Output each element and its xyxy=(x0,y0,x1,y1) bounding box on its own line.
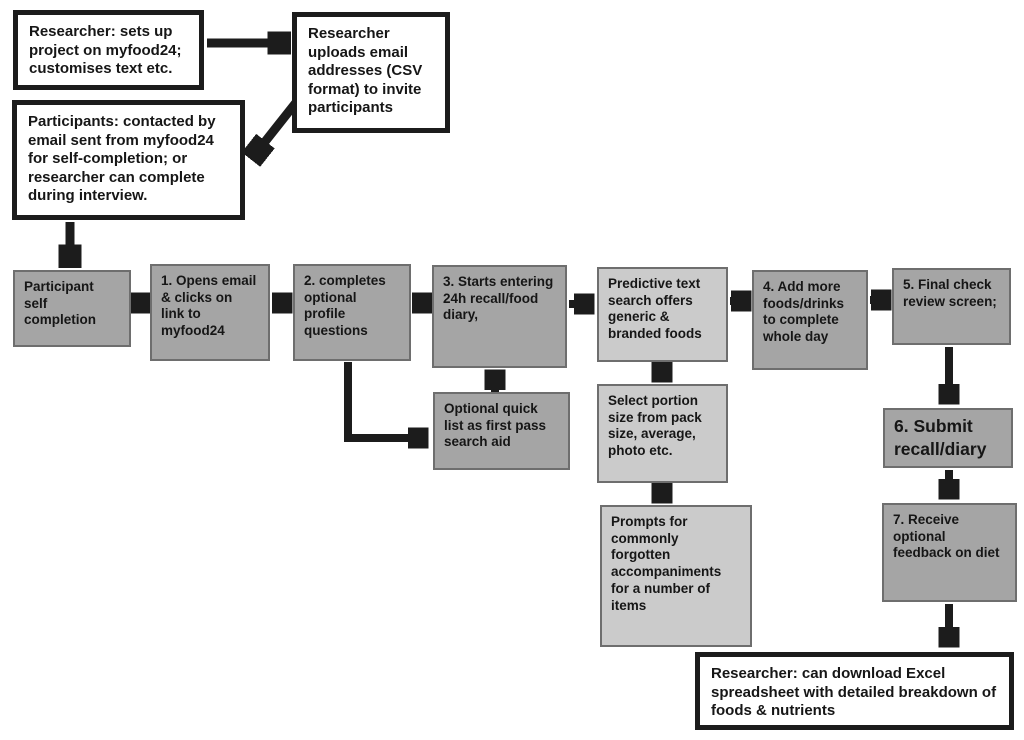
box-researcher-download: Researcher: can download Excel spreadshe… xyxy=(695,652,1014,730)
box-step2-profile-questions: 2. completes optional profile questions xyxy=(293,264,411,361)
box-text: contacted by email sent from myfood24 fo… xyxy=(28,113,216,205)
box-optional-quick-list: Optional quick list as first pass search… xyxy=(433,392,570,470)
box-text: Researcher uploads email addresses (CSV … xyxy=(308,25,423,117)
box-step1-opens-email: 1. Opens email & clicks on link to myfoo… xyxy=(150,264,270,361)
box-step7-receive-feedback: 7. Receive optional feedback on diet xyxy=(882,503,1017,602)
box-step4-add-more-foods: 4. Add more foods/drinks to complete who… xyxy=(752,270,868,370)
box-prompts-accompaniments: Prompts for commonly forgotten accompani… xyxy=(600,505,752,647)
box-text: Predictive text search offers generic & … xyxy=(608,276,702,342)
box-predictive-text-search: Predictive text search offers generic & … xyxy=(597,267,728,362)
box-lead: Researcher: xyxy=(29,23,116,40)
arrow-step2-to-quicklist xyxy=(344,362,410,438)
box-text: Select portion size from pack size, aver… xyxy=(608,393,702,459)
box-step3-starts-entering: 3. Starts entering 24h recall/food diary… xyxy=(432,265,567,368)
box-lead: Participant xyxy=(24,279,94,294)
box-participant-self-completion: Participant self completion xyxy=(13,270,131,347)
box-researcher-upload: Researcher uploads email addresses (CSV … xyxy=(292,12,450,133)
box-text: 3. Starts entering 24h recall/food diary… xyxy=(443,274,554,323)
box-step6-submit: 6. Submit recall/diary xyxy=(883,408,1013,468)
box-text: 1. Opens email & clicks on link to myfoo… xyxy=(161,273,257,339)
box-text: 5. Final check review screen; xyxy=(903,277,997,309)
box-text: Optional quick list as first pass search… xyxy=(444,401,547,450)
box-step5-final-check: 5. Final check review screen; xyxy=(892,268,1011,345)
box-text: sets up project on myfood24; customises … xyxy=(29,23,182,78)
box-text: 7. Receive optional feedback on diet xyxy=(893,512,1000,561)
box-lead: Participants: xyxy=(28,113,119,130)
box-researcher-setup: Researcher: sets up project on myfood24;… xyxy=(13,10,204,90)
box-select-portion-size: Select portion size from pack size, aver… xyxy=(597,384,728,483)
box-text: Prompts for commonly forgotten accompani… xyxy=(611,514,722,613)
box-lead: Researcher: xyxy=(711,665,798,682)
box-text: can download Excel spreadsheet with deta… xyxy=(711,665,997,720)
box-participants-contact: Participants: contacted by email sent fr… xyxy=(12,100,245,220)
box-text: 2. completes optional profile questions xyxy=(304,273,386,339)
box-text: 4. Add more foods/drinks to complete who… xyxy=(763,279,845,345)
box-text: 6. Submit recall/diary xyxy=(894,416,987,459)
box-text: self completion xyxy=(24,295,97,328)
